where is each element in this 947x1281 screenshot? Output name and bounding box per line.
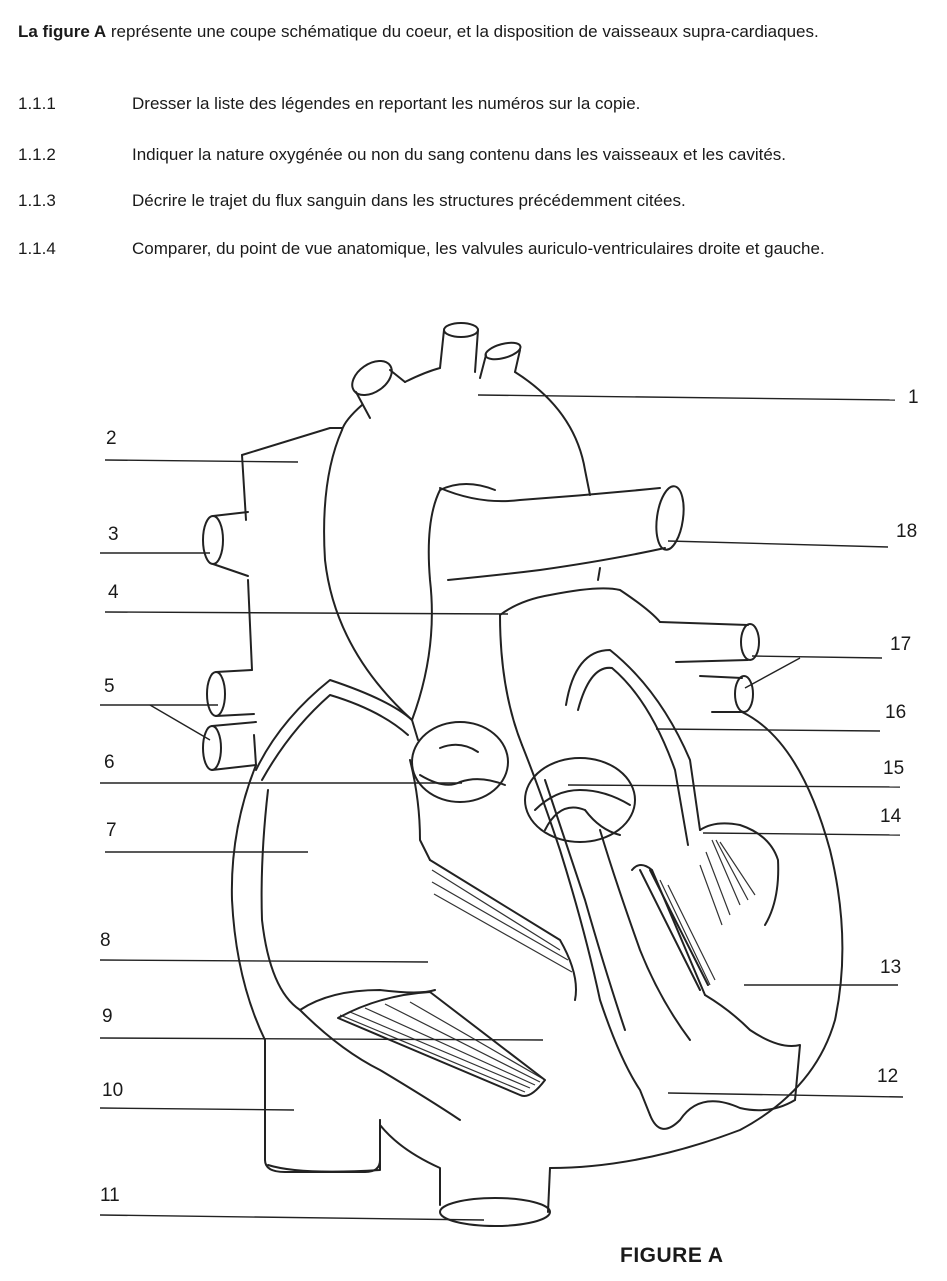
label-6: 6 — [104, 752, 115, 773]
label-18: 18 — [896, 521, 917, 542]
right-pulmonary-veins — [202, 669, 257, 771]
label-10: 10 — [102, 1080, 123, 1101]
label-12: 12 — [877, 1066, 898, 1087]
heart-diagram: 1 2 3 4 5 6 7 8 9 10 11 12 13 14 15 16 1… — [99, 322, 919, 1227]
label-5: 5 — [104, 676, 115, 697]
label-3: 3 — [108, 524, 119, 545]
left-pulmonary-veins — [659, 621, 760, 713]
label-4: 4 — [108, 582, 119, 603]
question-text: Décrire le trajet du flux sanguin dans l… — [132, 191, 686, 210]
leader-lines — [99, 394, 904, 1221]
label-7: 7 — [106, 820, 117, 841]
label-13: 13 — [880, 957, 901, 978]
label-11: 11 — [100, 1185, 120, 1206]
question-number: 1.1.4 — [18, 239, 56, 258]
aortic-valve — [524, 757, 636, 843]
label-8: 8 — [100, 930, 111, 951]
question-number: 1.1.2 — [18, 145, 56, 164]
label-14: 14 — [880, 806, 902, 827]
question-text: Dresser la liste des légendes en reporta… — [132, 94, 641, 113]
question-text: Indiquer la nature oxygénée ou non du sa… — [132, 145, 786, 164]
label-1: 1 — [908, 387, 919, 408]
left-chordae — [639, 839, 756, 991]
interventricular-septum — [521, 744, 651, 1116]
figure-caption: FIGURE A — [620, 1244, 724, 1267]
pulmonary-trunk — [439, 485, 685, 581]
right-chordae — [337, 869, 573, 1097]
label-16: 16 — [885, 702, 906, 723]
label-2: 2 — [106, 428, 117, 449]
inferior-vena-cava — [264, 1039, 381, 1173]
label-15: 15 — [883, 758, 904, 779]
label-17: 17 — [890, 634, 911, 655]
aorta — [323, 322, 591, 721]
right-pulmonary-artery-left — [202, 511, 249, 577]
question-number: 1.1.1 — [18, 94, 56, 113]
label-9: 9 — [102, 1006, 113, 1027]
superior-vena-cava — [241, 427, 343, 766]
intro-rest: représente une coupe schématique du coeu… — [106, 22, 819, 41]
question-number: 1.1.3 — [18, 191, 56, 210]
question-text: Comparer, du point de vue anatomique, le… — [132, 239, 825, 258]
left-heart-inner — [565, 649, 801, 1130]
intro-lead: La figure A — [18, 22, 107, 41]
pulmonary-valve — [411, 721, 509, 803]
intro-text: La figure A représente une coupe schémat… — [18, 20, 898, 43]
figure-labels: 1 2 3 4 5 6 7 8 9 10 11 12 13 14 15 16 1… — [100, 387, 919, 1206]
